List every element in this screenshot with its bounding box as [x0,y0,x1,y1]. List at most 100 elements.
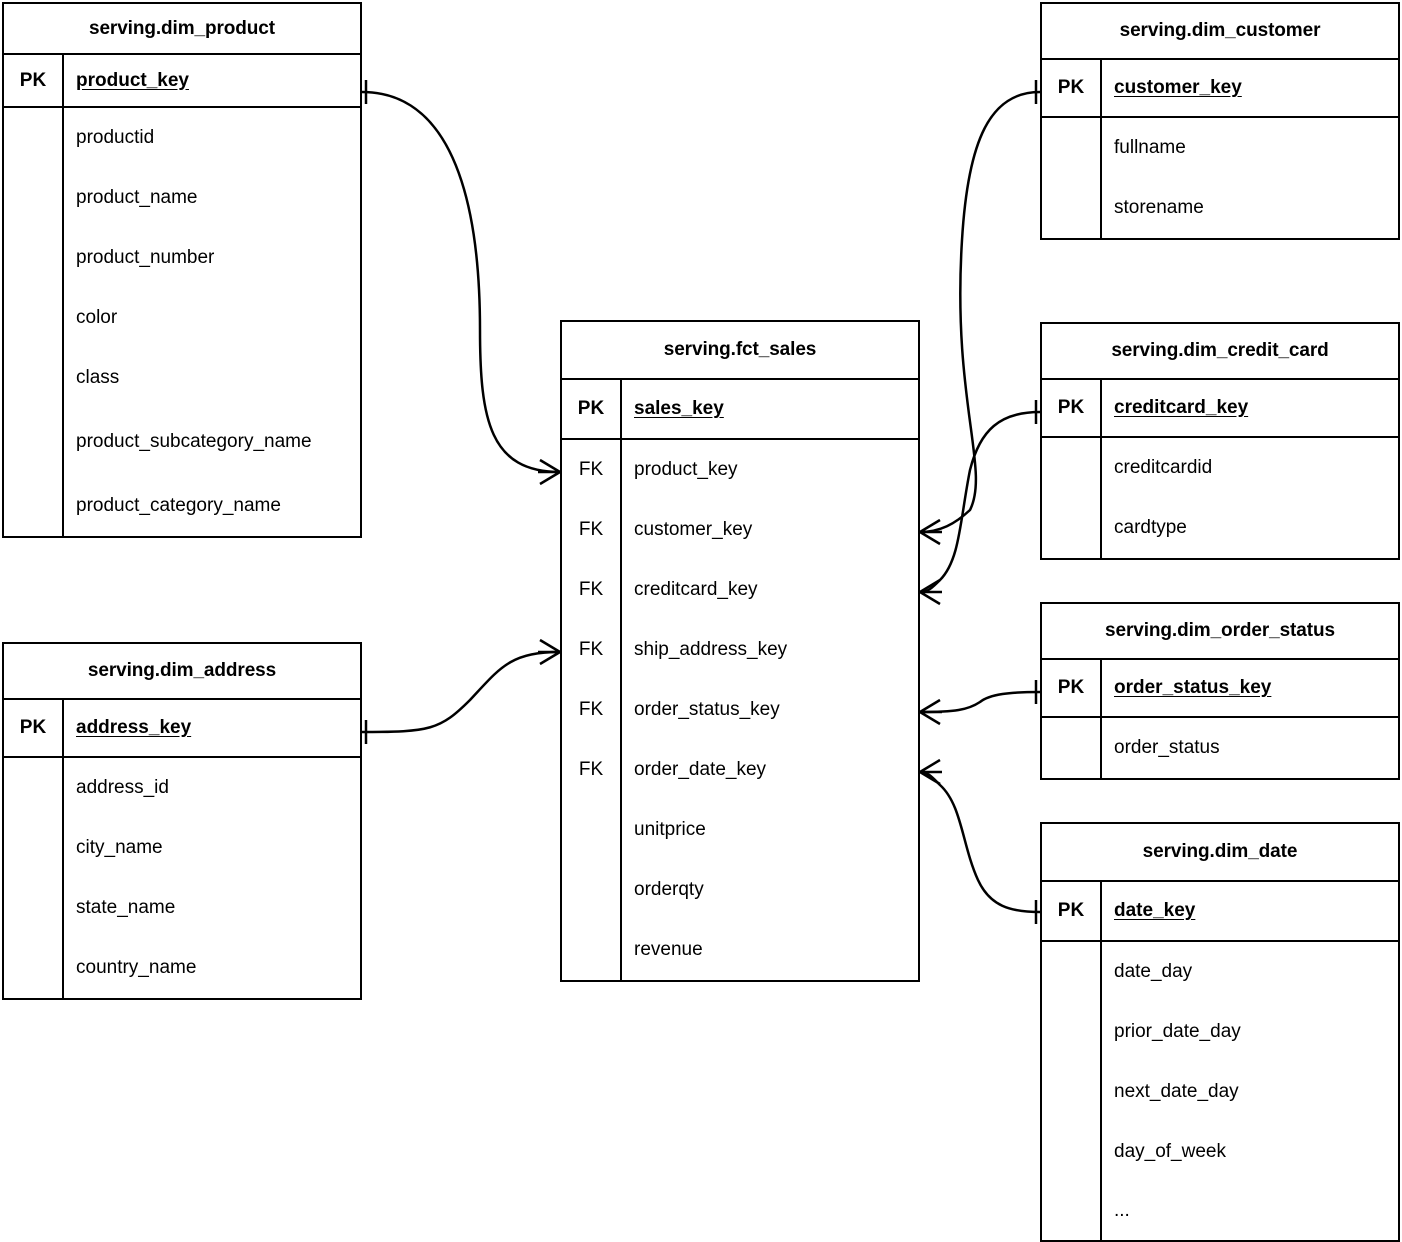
attr-marker [1042,718,1100,778]
attribute-section-dim-product: productid product_name product_number co… [4,108,360,536]
attr-name: day_of_week [1114,1141,1226,1163]
attr-marker [1042,178,1100,238]
attribute-section-dim-order-status: order_status [1042,718,1398,778]
attribute-section-dim-address: address_id city_name state_name country_… [4,758,360,998]
entity-title-dim-date: serving.dim_date [1042,824,1398,883]
crowsfoot-fct-sales-ship-address-key [538,638,561,666]
edge-dim-product-to-fct-sales [361,90,561,474]
attr-name: fullname [1114,137,1186,159]
attr-name: product_key [634,459,738,481]
pk-row-dim-credit-card: PK creditcard_key [1042,380,1398,438]
attr-marker [4,408,62,476]
key-column-dim-date [1042,942,1102,1240]
attr-name: storename [1114,197,1204,219]
pk-name-dim-date: date_key [1114,900,1196,922]
attr-name: creditcard_key [634,579,758,601]
attr-marker [4,758,62,818]
edge-dim-address-to-fct-sales [361,650,561,734]
pk-marker-dim-credit-card: PK [1042,380,1102,436]
name-column-dim-customer: fullname storename [1102,118,1398,238]
attr-name: ... [1114,1200,1130,1222]
attr-marker [4,818,62,878]
pk-name-fct-sales: sales_key [634,398,724,420]
entity-dim-product[interactable]: serving.dim_product PK product_key produ… [2,2,362,538]
key-column-dim-credit-card [1042,438,1102,558]
entity-title-dim-address: serving.dim_address [4,644,360,701]
pk-row-dim-date: PK date_key [1042,882,1398,942]
fk-marker: FK [578,699,604,720]
pk-name-dim-address: address_key [76,717,192,739]
edge-dim-date-to-fct-sales [919,770,1041,914]
pk-row-dim-order-status: PK order_status_key [1042,660,1398,718]
crowsfoot-fct-sales-customer-key [919,518,942,546]
entity-dim-credit-card[interactable]: serving.dim_credit_card PK creditcard_ke… [1040,322,1400,560]
entity-dim-address[interactable]: serving.dim_address PK address_key addre… [2,642,362,1000]
attr-name: address_id [76,777,169,799]
pk-row-dim-product: PK product_key [4,55,360,108]
entity-title-dim-product: serving.dim_product [4,4,360,56]
entity-fct-sales[interactable]: serving.fct_sales PK sales_key FK FK FK … [560,320,920,982]
attr-marker [1042,118,1100,178]
attribute-section-fct-sales: FK FK FK FK FK FK product_key customer_k… [562,440,918,980]
entity-dim-date[interactable]: serving.dim_date PK date_key date_day pr… [1040,822,1400,1242]
attr-marker [1042,1002,1100,1062]
attr-marker [4,476,62,536]
attr-name: product_number [76,247,215,269]
fk-marker: FK [578,519,604,540]
fk-marker: FK [578,639,604,660]
attr-marker [562,920,620,980]
attr-name: city_name [76,837,163,859]
attr-name: class [76,367,120,389]
key-column-fct-sales: FK FK FK FK FK FK [562,440,622,980]
name-column-dim-product: productid product_name product_number co… [64,108,360,536]
attr-name: order_status [1114,737,1220,759]
crowsfoot-fct-sales-product-key [538,458,561,486]
key-column-dim-product [4,108,64,536]
pk-name-dim-product: product_key [76,69,189,91]
attr-marker [1042,942,1100,1002]
entity-title-fct-sales: serving.fct_sales [562,322,918,381]
pk-row-dim-address: PK address_key [4,700,360,758]
attr-name: product_subcategory_name [76,431,312,453]
name-column-dim-address: address_id city_name state_name country_… [64,758,360,998]
attr-marker [4,878,62,938]
attr-name: creditcardid [1114,457,1213,479]
entity-title-dim-customer: serving.dim_customer [1042,4,1398,61]
pk-name-dim-customer: customer_key [1114,77,1242,99]
name-column-dim-date: date_day prior_date_day next_date_day da… [1102,942,1398,1240]
pk-marker-fct-sales: PK [562,380,622,438]
attr-name: cardtype [1114,517,1187,539]
attr-name: prior_date_day [1114,1021,1241,1043]
attribute-section-dim-date: date_day prior_date_day next_date_day da… [1042,942,1398,1240]
attr-name: product_category_name [76,495,281,517]
pk-row-dim-customer: PK customer_key [1042,60,1398,118]
attr-name: color [76,307,118,329]
attr-name: productid [76,127,155,149]
attr-marker [4,938,62,998]
fk-marker: FK [578,459,604,480]
entity-dim-order-status[interactable]: serving.dim_order_status PK order_status… [1040,602,1400,780]
edge-dim-order-status-to-fct-sales [919,690,1041,714]
attr-name: order_date_key [634,759,767,781]
attr-marker [4,228,62,288]
key-column-dim-address [4,758,64,998]
attr-marker [1042,498,1100,558]
attr-name: orderqty [634,879,704,901]
entity-dim-customer[interactable]: serving.dim_customer PK customer_key ful… [1040,2,1400,240]
attr-marker [4,288,62,348]
attr-name: date_day [1114,961,1193,983]
crowsfoot-fct-sales-order-date-key [919,758,942,786]
name-column-dim-credit-card: creditcardid cardtype [1102,438,1398,558]
pk-name-dim-credit-card: creditcard_key [1114,397,1249,419]
fk-marker: FK [578,759,604,780]
attr-name: state_name [76,897,176,919]
name-column-dim-order-status: order_status [1102,718,1398,778]
attr-marker [4,108,62,168]
fk-marker: FK [578,579,604,600]
pk-marker-dim-product: PK [4,55,64,106]
key-column-dim-order-status [1042,718,1102,778]
edge-dim-credit-card-to-fct-sales [919,410,1041,594]
attr-name: revenue [634,939,703,961]
pk-row-fct-sales: PK sales_key [562,380,918,440]
edge-dim-customer-to-fct-sales [919,90,1041,534]
